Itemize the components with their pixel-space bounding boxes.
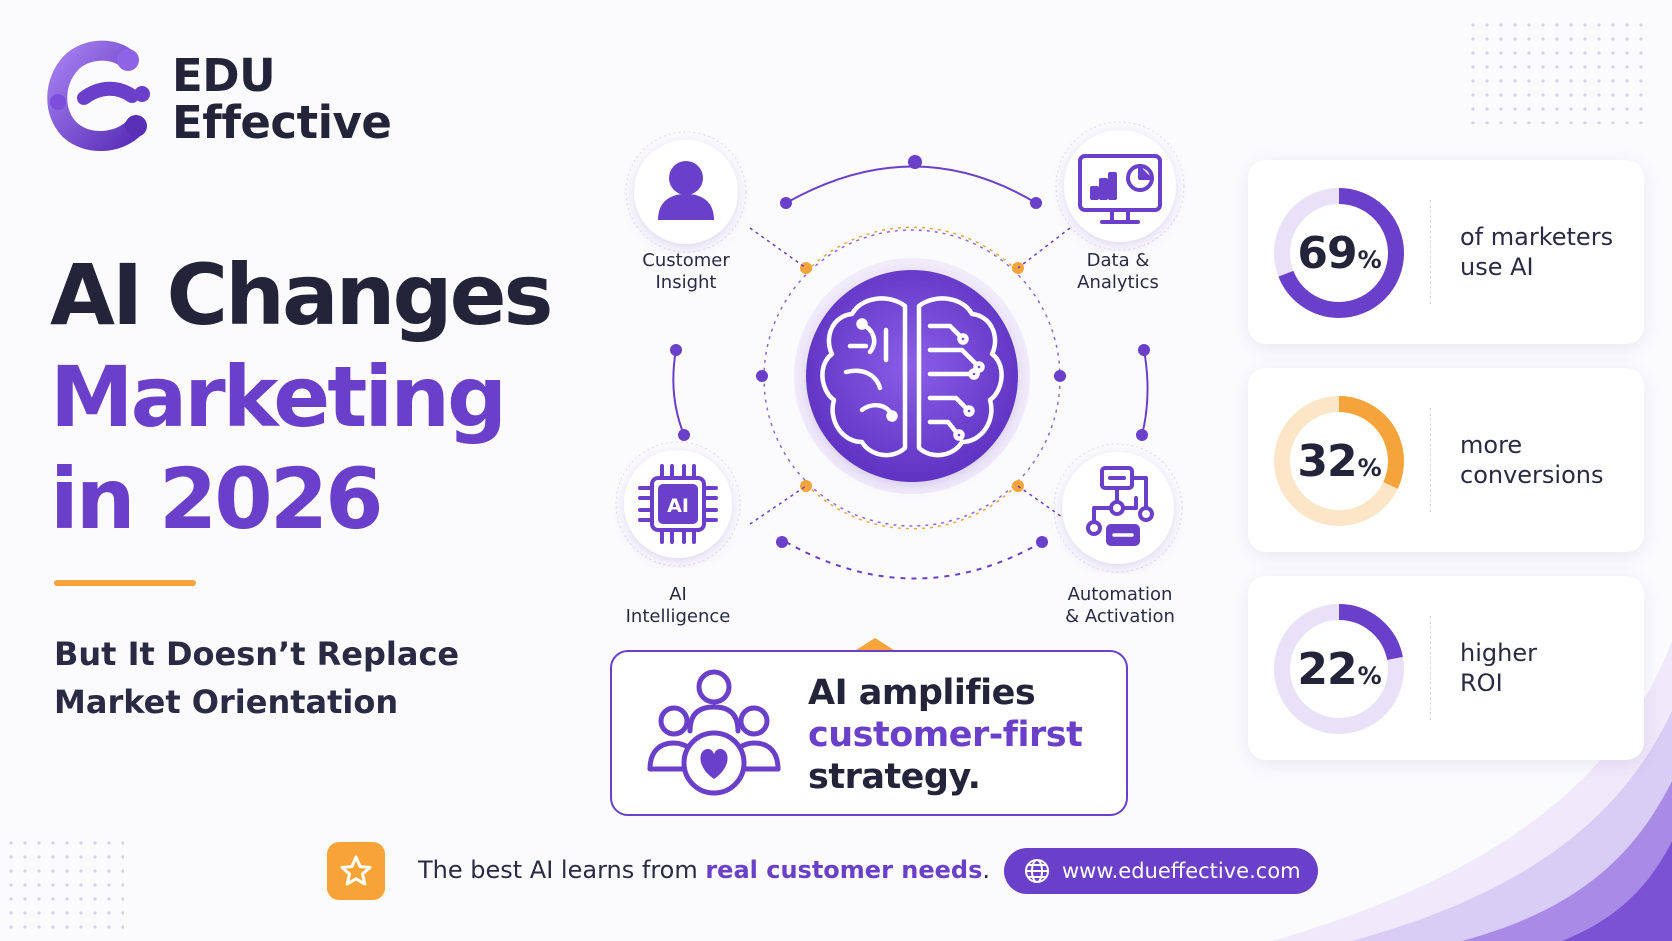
node-3-line-1: AI	[669, 584, 687, 605]
brain-circuit-icon	[820, 296, 1004, 458]
subtitle: But It Doesn’t Replace Market Orientatio…	[54, 630, 514, 726]
stat-ring	[1274, 188, 1404, 318]
person-icon	[658, 161, 714, 220]
title-accent-bar	[54, 580, 196, 586]
node-1-line-2: Insight	[655, 272, 717, 293]
stat-value: 32%	[1297, 435, 1381, 487]
title-line-1: AI Changes	[50, 246, 554, 344]
website-link[interactable]: www.edueffective.com	[1004, 848, 1318, 894]
stat-value: 69%	[1297, 227, 1381, 279]
node-3-line-2: Intelligence	[625, 606, 731, 627]
callout-text: AI amplifies customer-first strategy.	[808, 672, 1083, 798]
card-divider	[1430, 200, 1431, 304]
star-icon	[340, 855, 372, 886]
website-url[interactable]: www.edueffective.com	[1062, 859, 1301, 883]
stat-value: 22%	[1297, 643, 1381, 695]
ai-chip-icon	[638, 464, 718, 544]
footer-tagline: The best AI learns from real customer ne…	[418, 853, 990, 887]
tagline-start: The best AI learns from	[418, 856, 706, 884]
brand-name: EDU Effective	[172, 49, 392, 149]
node-label-ai-intelligence: AI Intelligence	[588, 584, 768, 628]
brand-line-2: Effective	[172, 96, 392, 149]
star-badge	[327, 842, 385, 900]
brand-line-1: EDU	[172, 49, 276, 102]
analytics-monitor-icon	[1078, 154, 1162, 224]
card-divider	[1430, 616, 1431, 720]
node-ai-intelligence: AI	[615, 441, 741, 567]
subtitle-line-1: But It Doesn’t Replace	[54, 635, 460, 673]
node-automation-activation	[1053, 443, 1183, 573]
decorative-swoosh	[1272, 641, 1672, 941]
node-2-line-2: Analytics	[1077, 272, 1159, 293]
dot-grid-bottom-left	[4, 836, 124, 932]
page-title: AI Changes Marketing in 2026	[50, 244, 610, 550]
stat-card: 32% more conversions	[1248, 368, 1644, 552]
stat-card: 69% of marketers use AI	[1248, 160, 1644, 344]
stat-ring	[1274, 604, 1404, 734]
node-2-line-1: Data &	[1086, 250, 1150, 271]
title-line-2: Marketing	[50, 348, 507, 446]
stat-description: more conversions	[1460, 431, 1604, 489]
callout-pointer	[853, 638, 897, 652]
callout-line-1: AI amplifies	[808, 673, 1036, 713]
edu-effective-logo-icon	[47, 40, 150, 152]
node-customer-insight	[625, 131, 747, 253]
subtitle-line-2: Market Orientation	[54, 683, 399, 721]
people-heart-icon	[647, 669, 781, 796]
node-label-data-analytics: Data & Analytics	[1028, 250, 1208, 294]
node-4-line-2: & Activation	[1065, 606, 1175, 627]
stat-description: higher ROI	[1460, 639, 1537, 697]
title-line-3: in 2026	[50, 450, 384, 548]
ai-marketing-diagram: Customer Insight Data & Analytics	[600, 110, 1220, 650]
dot-grid-top-right	[1466, 18, 1652, 124]
tagline-highlight: real customer needs	[705, 856, 983, 884]
node-label-customer-insight: Customer Insight	[596, 250, 776, 294]
node-label-automation-activation: Automation & Activation	[1030, 584, 1210, 628]
stat-ring	[1274, 396, 1404, 526]
card-divider	[1430, 408, 1431, 512]
globe-icon	[1025, 859, 1049, 883]
tagline-end: .	[982, 856, 991, 884]
stat-card: 22% higher ROI	[1248, 576, 1644, 760]
stat-description: of marketers use AI	[1460, 223, 1614, 281]
callout-line-2: customer-first	[808, 715, 1083, 755]
callout-line-3: strategy.	[808, 757, 981, 797]
node-1-line-1: Customer	[642, 250, 730, 271]
diagram-connectors	[670, 155, 1150, 580]
ai-chip-text: AI	[667, 495, 689, 517]
node-4-line-1: Automation	[1067, 584, 1173, 605]
node-data-analytics	[1055, 121, 1185, 251]
